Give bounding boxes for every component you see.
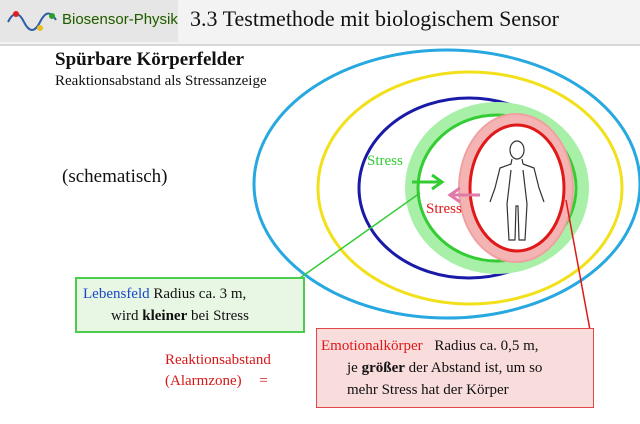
lebensfeld-ellipse-border <box>416 113 578 263</box>
lebensfeld-callout-line <box>299 192 421 279</box>
emotional-label: Emotionalkörper <box>321 338 423 354</box>
stress-label-inner: Stress <box>426 201 462 217</box>
lebensfeld-line1: Lebensfeld Radius ca. 3 m, <box>83 283 303 305</box>
pink-arrow-icon <box>447 186 480 204</box>
lebensfeld-bold: kleiner <box>142 308 188 324</box>
emotional-line2: je größer der Abstand ist, um so <box>321 357 593 379</box>
lebensfeld-text: wird <box>111 308 139 324</box>
slide-title: Spürbare Körperfelder <box>55 49 245 70</box>
emotional-bold: größer <box>361 360 405 376</box>
logo: Biosensor-Physik <box>0 0 178 42</box>
reaktion-line2: (Alarmzone) = <box>165 371 271 392</box>
reaktion-line1: Reaktionsabstand <box>165 352 271 368</box>
yellow-field-ellipse <box>316 70 624 306</box>
emotional-callout-line <box>565 199 591 331</box>
logo-text: Biosensor-Physik <box>62 11 178 28</box>
emotional-text: je <box>347 360 358 376</box>
emotional-text: der Abstand ist, um so <box>408 360 543 376</box>
green-arrow-icon <box>412 173 445 191</box>
lebensfeld-box: Lebensfeld Radius ca. 3 m, wird kleiner … <box>75 277 305 333</box>
lebensfeld-text: bei Stress <box>191 308 249 324</box>
human-figure-icon <box>489 140 545 241</box>
logo-wave-icon <box>7 11 57 31</box>
lebensfeld-line2: wird kleiner bei Stress <box>83 305 303 327</box>
lebensfeld-radius: Radius ca. 3 m, <box>153 286 247 302</box>
outer-field-ellipse <box>252 48 640 320</box>
schematic-note: (schematisch) <box>62 166 168 187</box>
reaktion-equals: = <box>259 373 268 389</box>
lebensfeld-label: Lebensfeld <box>83 286 150 302</box>
slide-subtitle: Reaktionsabstand als Stressanzeige <box>55 73 267 89</box>
emotional-line3: mehr Stress hat der Körper <box>347 382 509 398</box>
reaktionsabstand-label: Reaktionsabstand (Alarmzone) = <box>165 350 271 392</box>
header-bar: Biosensor-Physik 3.3 Testmethode mit bio… <box>0 0 640 46</box>
stress-label-outer: Stress <box>367 153 403 169</box>
emotional-box: Emotionalkörper Radius ca. 0,5 m, je grö… <box>316 328 594 408</box>
reaktion-alarmzone: (Alarmzone) <box>165 373 242 389</box>
body-boundary-ellipse <box>468 123 566 253</box>
emotional-line1: Emotionalkörper Radius ca. 0,5 m, <box>321 335 593 357</box>
emotional-radius: Radius ca. 0,5 m, <box>434 338 539 354</box>
header-title: 3.3 Testmethode mit biologischem Sensor <box>190 6 559 31</box>
